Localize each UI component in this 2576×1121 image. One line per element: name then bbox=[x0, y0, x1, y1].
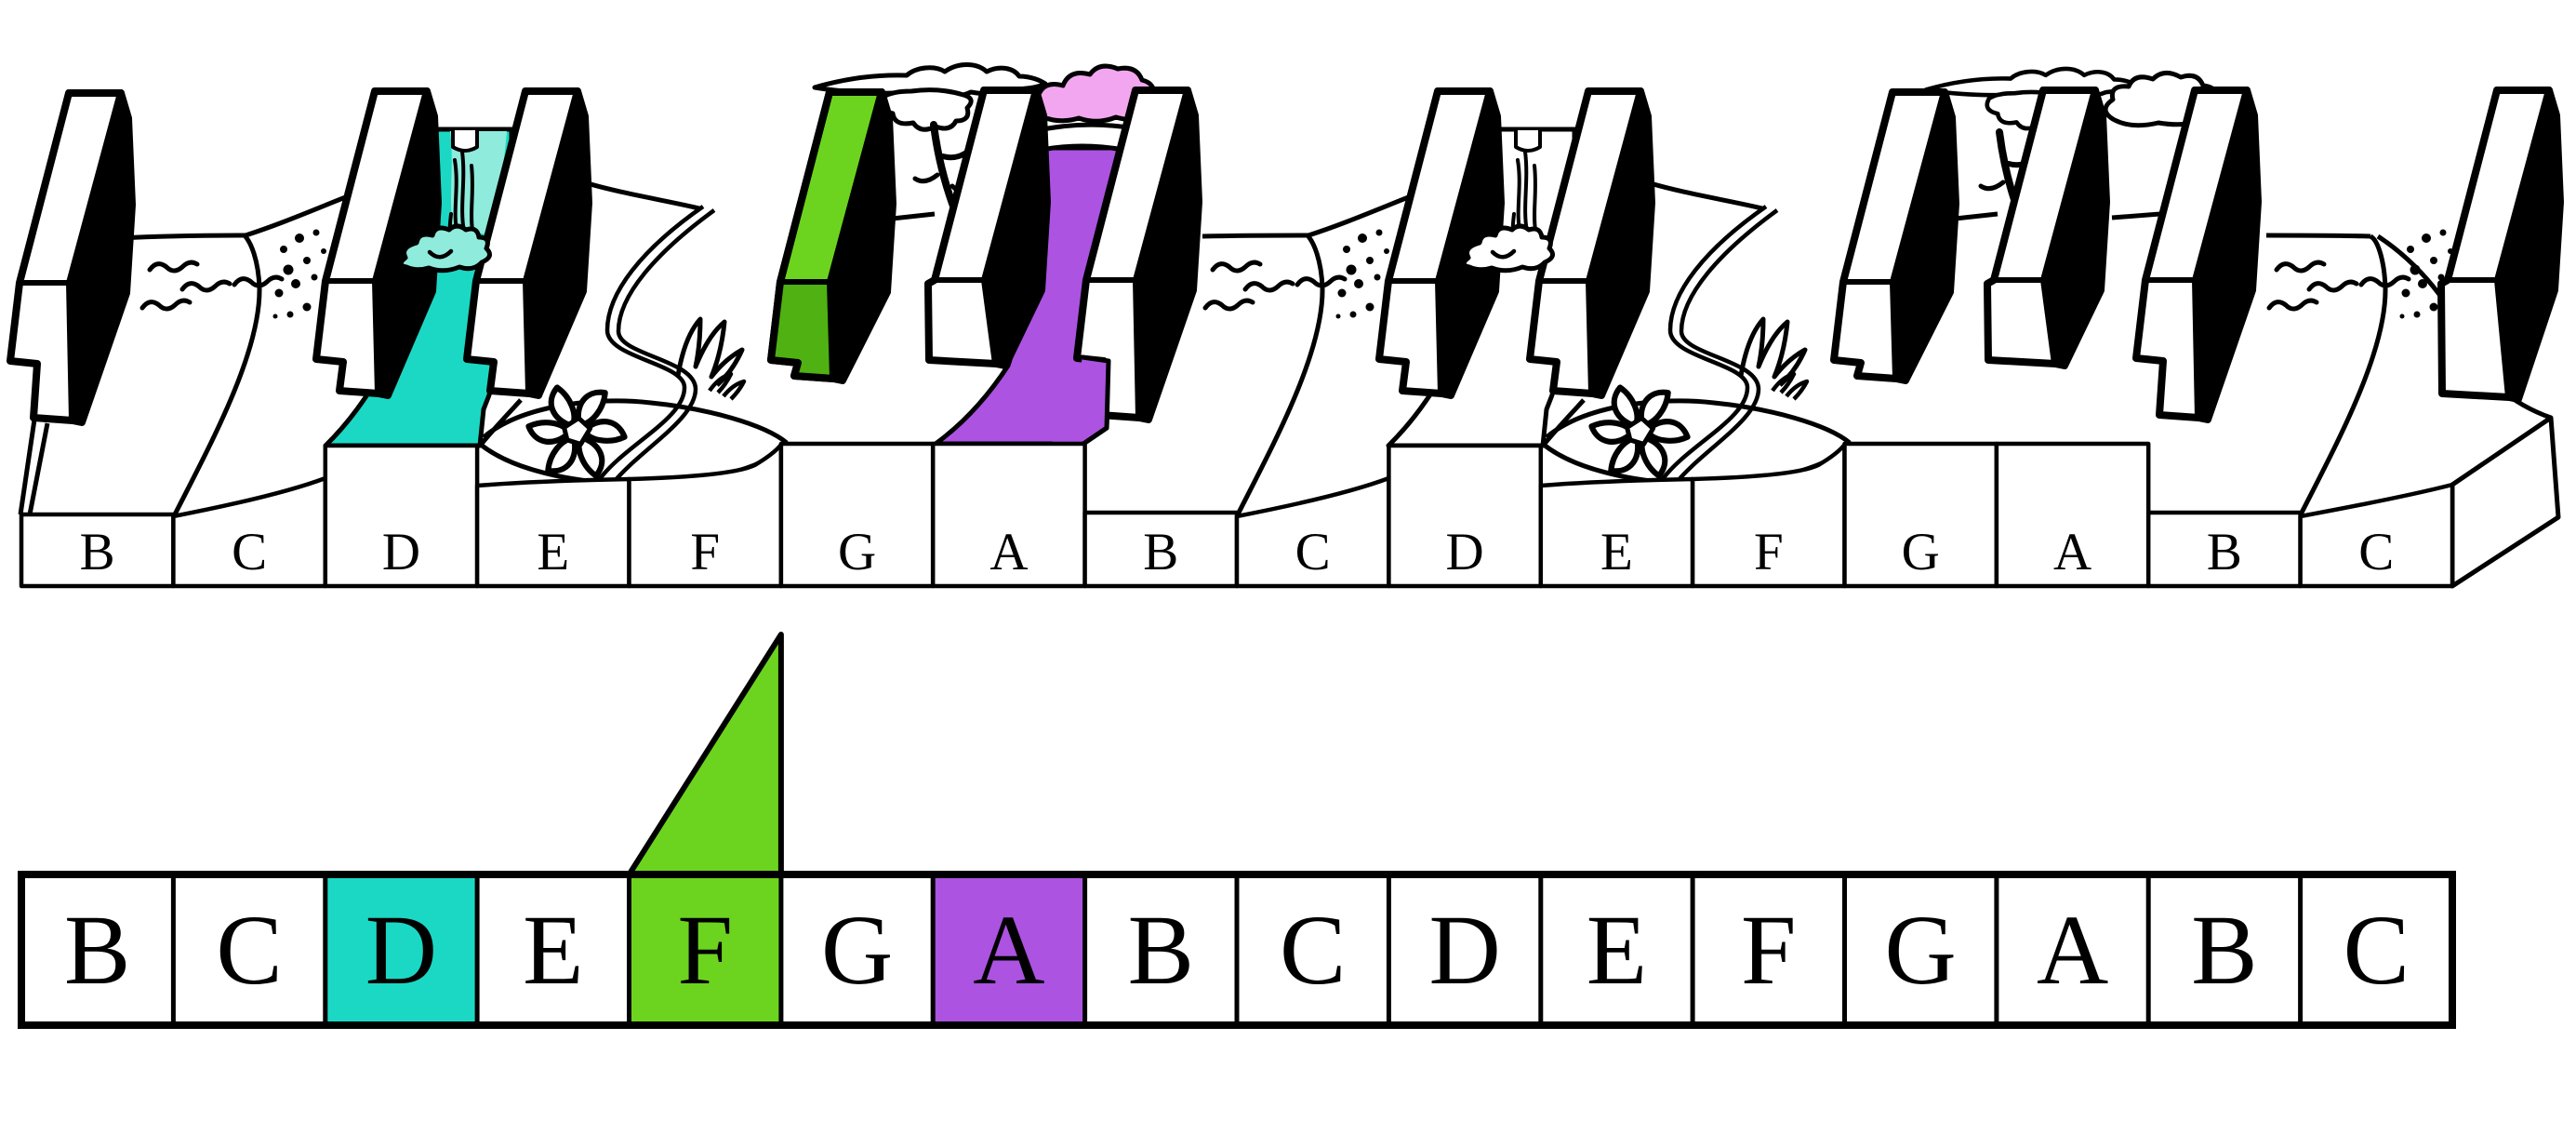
svg-text:C: C bbox=[2358, 523, 2394, 581]
svg-text:G: G bbox=[821, 896, 893, 1006]
svg-text:E: E bbox=[537, 523, 569, 581]
svg-text:F: F bbox=[1741, 896, 1797, 1006]
svg-text:B: B bbox=[1128, 896, 1194, 1006]
svg-text:G: G bbox=[838, 523, 876, 581]
svg-text:C: C bbox=[1280, 896, 1346, 1006]
svg-text:D: D bbox=[382, 523, 420, 581]
svg-text:B: B bbox=[2207, 523, 2242, 581]
svg-text:F: F bbox=[677, 896, 733, 1006]
svg-text:C: C bbox=[232, 523, 267, 581]
svg-text:B: B bbox=[1143, 523, 1178, 581]
svg-text:C: C bbox=[1295, 523, 1331, 581]
svg-text:A: A bbox=[2037, 896, 2108, 1006]
svg-text:F: F bbox=[690, 523, 720, 581]
svg-text:D: D bbox=[365, 896, 437, 1006]
svg-text:B: B bbox=[64, 896, 130, 1006]
svg-text:G: G bbox=[1902, 523, 1940, 581]
svg-text:A: A bbox=[989, 523, 1028, 581]
svg-text:C: C bbox=[2344, 896, 2410, 1006]
svg-text:A: A bbox=[2053, 523, 2091, 581]
svg-text:C: C bbox=[216, 896, 282, 1006]
svg-text:E: E bbox=[1587, 896, 1647, 1006]
svg-text:A: A bbox=[973, 896, 1044, 1006]
svg-text:E: E bbox=[523, 896, 583, 1006]
svg-text:B: B bbox=[80, 523, 115, 581]
svg-text:E: E bbox=[1600, 523, 1633, 581]
svg-text:D: D bbox=[1428, 896, 1500, 1006]
svg-text:G: G bbox=[1885, 896, 1957, 1006]
svg-text:D: D bbox=[1446, 523, 1484, 581]
svg-text:B: B bbox=[2191, 896, 2257, 1006]
svg-text:F: F bbox=[1754, 523, 1784, 581]
